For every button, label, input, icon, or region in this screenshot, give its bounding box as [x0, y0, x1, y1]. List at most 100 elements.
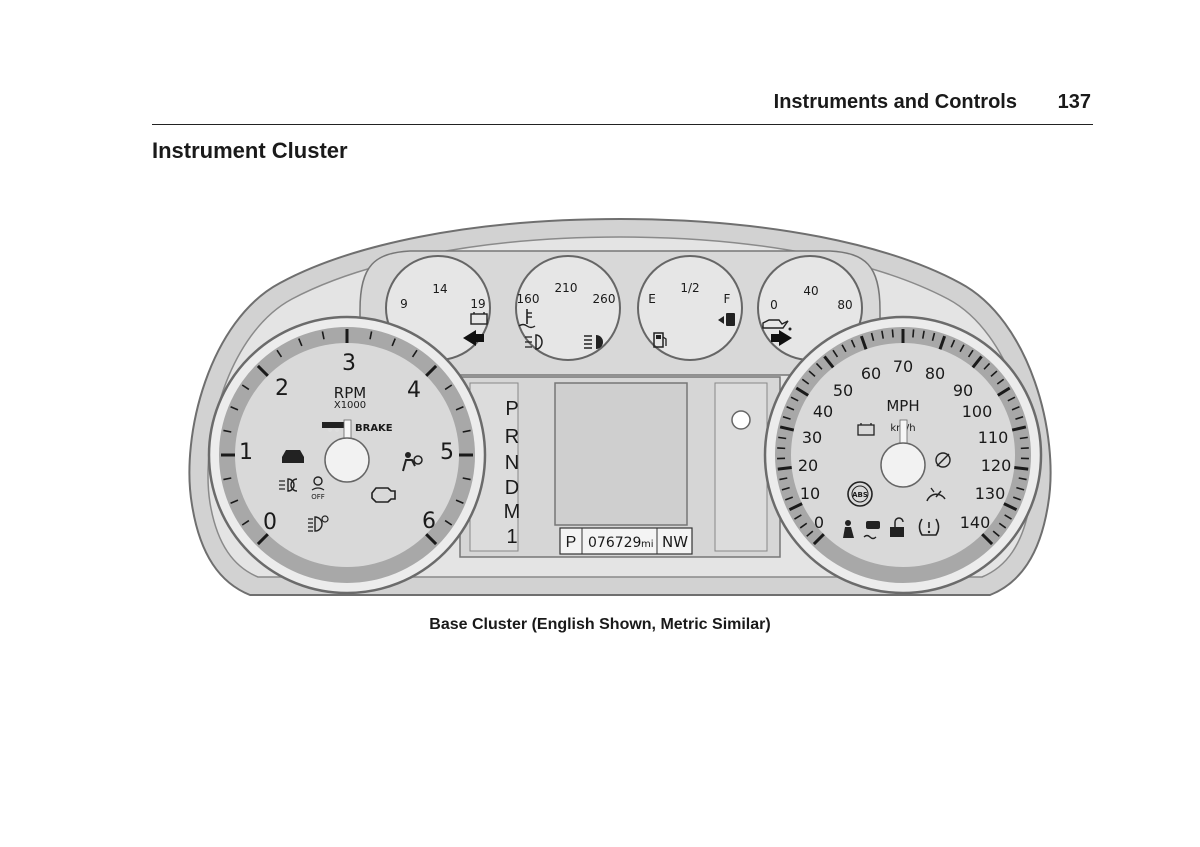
- tachometer-label: 2: [275, 376, 289, 401]
- gauge-tick: [1018, 477, 1027, 481]
- coolant-icon: [518, 309, 536, 329]
- seatbelt-icon: [843, 520, 854, 538]
- gauge-tick: [256, 364, 269, 377]
- speedometer-needle: [880, 419, 926, 488]
- gauge-tick: [795, 386, 809, 397]
- abs-label: ABS: [852, 491, 868, 499]
- gauge-tick: [230, 499, 239, 504]
- high-beam-indicator-icon: [308, 515, 329, 532]
- speedometer-label: 60: [861, 364, 881, 383]
- gauge-tick: [276, 349, 283, 358]
- fuel-gauge: [637, 255, 743, 361]
- gauge-tick: [223, 477, 232, 481]
- high-beam-icon: [584, 335, 603, 349]
- tachometer-label: 1: [239, 440, 253, 465]
- gauge-tick: [784, 496, 794, 501]
- gauge-tick: [455, 406, 464, 411]
- check-engine-icon: [371, 487, 396, 503]
- speedometer-label: 0: [814, 513, 824, 532]
- gauge-tick: [808, 370, 816, 377]
- right-center-strip: [714, 382, 768, 552]
- airbag-icon: [402, 452, 423, 472]
- gauge-tick: [256, 533, 269, 546]
- speedometer-label: 50: [833, 381, 853, 400]
- gauge-tick: [230, 406, 239, 411]
- gauge-tick: [1012, 496, 1022, 501]
- temperature-label: 210: [555, 281, 578, 295]
- gauge-tick: [938, 335, 947, 350]
- traction-off-icon: [311, 476, 325, 491]
- gauge-tick: [912, 329, 915, 338]
- gauge-tick: [841, 344, 847, 353]
- tachometer-label: 3: [342, 351, 356, 376]
- speedometer-label: 120: [981, 456, 1012, 475]
- instrument-cluster-illustration: P R N D M 1 P 076729 mi NW 9 14 19 160 2…: [188, 217, 1052, 596]
- brake-label: BRAKE: [355, 423, 393, 434]
- gauge-tick: [959, 344, 965, 353]
- speedometer-label: 90: [953, 381, 973, 400]
- gauge-tick: [967, 349, 974, 358]
- gauge-tick: [971, 355, 983, 369]
- gauge-tick: [1011, 406, 1020, 411]
- section-title: Instrument Cluster: [152, 138, 348, 163]
- odometer-value: 076729: [588, 535, 641, 551]
- security-icon: [890, 517, 904, 537]
- gauge-tick: [998, 522, 1007, 529]
- gauge-tick: [778, 436, 787, 440]
- gauge-tick: [997, 386, 1011, 397]
- gauge-tick: [444, 384, 453, 391]
- turn-left-icon: [463, 330, 484, 346]
- figure-caption: Base Cluster (English Shown, Metric Simi…: [429, 616, 771, 633]
- gauge-tick: [1016, 486, 1025, 491]
- fog-lamp-icon: [525, 334, 543, 350]
- page-header: Instruments and Controls 137: [152, 88, 1093, 125]
- tachometer-label: 0: [263, 510, 277, 535]
- odometer-unit: mi: [641, 539, 654, 550]
- vehicle-ahead-icon: [282, 450, 304, 463]
- oil-pressure-label: 40: [803, 284, 818, 298]
- gauge-tick: [779, 477, 788, 481]
- gauge-tick: [241, 384, 250, 391]
- speedometer-label: 110: [978, 428, 1009, 447]
- gauge-tick: [823, 355, 835, 369]
- gauge-tick: [1003, 502, 1018, 512]
- gear-letter: N: [505, 452, 519, 474]
- gauge-tick: [411, 349, 418, 358]
- traction-off-label: OFF: [311, 493, 325, 501]
- speedometer-label: 100: [962, 402, 993, 421]
- gear-letter: M: [504, 501, 521, 523]
- gauge-tick: [1007, 396, 1016, 402]
- compass-heading: NW: [662, 533, 688, 551]
- trailer-brake-icon: [322, 422, 344, 432]
- gauge-tick: [1015, 415, 1024, 420]
- gauge-tick: [223, 429, 232, 433]
- gauge-tick: [779, 425, 795, 432]
- tire-pressure-icon: [918, 518, 940, 536]
- service-icon: [926, 487, 946, 502]
- gear-letter: 1: [506, 526, 517, 548]
- speedometer-label: 40: [813, 402, 833, 421]
- speedometer-unit: MPH: [886, 397, 919, 415]
- tachometer-needle: [324, 419, 370, 483]
- tachometer-unit: RPM: [334, 384, 366, 402]
- abs-icon: [847, 481, 873, 507]
- voltage-label: 19: [470, 297, 485, 311]
- odometer-gear: P: [566, 534, 577, 551]
- tachometer-label: 4: [407, 378, 421, 403]
- gauge-tick: [1014, 466, 1029, 471]
- gauge-tick: [425, 364, 438, 377]
- speedometer-label: 30: [802, 428, 822, 447]
- fuel-label: E: [648, 292, 656, 306]
- gauge-tick: [444, 519, 453, 526]
- gauge-tick: [794, 514, 802, 520]
- speedometer-label: 130: [975, 484, 1006, 503]
- gauge-tick: [921, 330, 925, 339]
- gauge-tick: [782, 415, 791, 420]
- speedometer-ticks: [777, 329, 1029, 546]
- tachometer-label: 6: [422, 509, 436, 534]
- gear-letter: P: [505, 398, 518, 420]
- speedometer-label: 140: [960, 513, 991, 532]
- fuel-label: F: [724, 292, 731, 306]
- gauge-tick: [801, 378, 810, 385]
- gauge-tick: [815, 362, 823, 370]
